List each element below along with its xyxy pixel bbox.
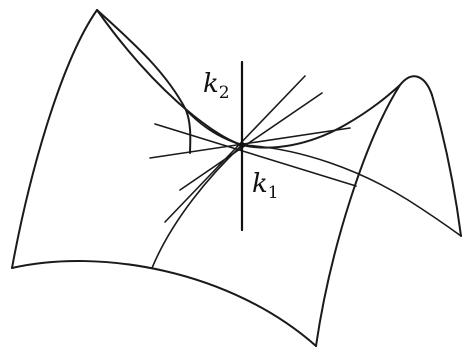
k1-label: k1 — [252, 169, 279, 203]
surface-front-edge — [11, 260, 317, 347]
surface-fold-curve — [151, 144, 243, 269]
surface-right-front-edge — [315, 75, 433, 347]
surface-inner-right-curve — [241, 144, 462, 237]
tangent-line-2 — [179, 92, 323, 191]
tangent-line-3 — [149, 127, 351, 159]
surface-back-edge — [96, 9, 401, 149]
surface-right-peak-back — [431, 94, 462, 237]
saddle-point — [239, 142, 245, 148]
tangent-lines — [149, 75, 357, 223]
surface-left-edge — [11, 9, 98, 269]
surface-left-peak-back — [96, 9, 192, 154]
surface-valley-fold — [185, 109, 243, 146]
tangent-line-1 — [154, 123, 357, 187]
k2-label: k2 — [203, 69, 230, 103]
tangent-line-4 — [164, 75, 306, 223]
saddle-surface — [11, 9, 462, 347]
